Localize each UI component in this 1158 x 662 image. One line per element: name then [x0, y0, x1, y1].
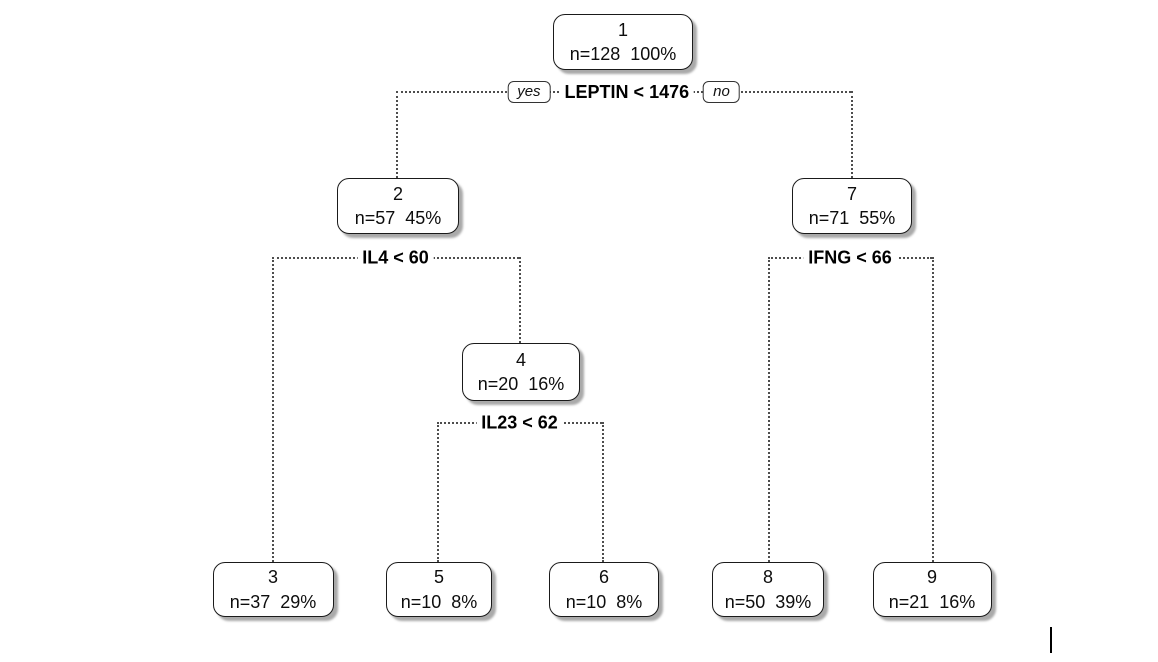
- split-row-3: IL23 < 62: [476, 412, 563, 434]
- split-condition-label: IL4 < 60: [357, 247, 434, 269]
- split-row-2: IFNG < 66: [803, 247, 897, 269]
- node-number: 8: [762, 567, 773, 588]
- node-stats: n=10 8%: [565, 591, 643, 612]
- tree-node-9: 9 n=21 16%: [872, 562, 992, 617]
- branch-vline: [851, 91, 853, 178]
- branch-vline: [396, 91, 398, 178]
- node-number: 6: [598, 567, 609, 588]
- node-stats: n=128 100%: [569, 44, 677, 64]
- node-stats: n=20 16%: [477, 374, 565, 394]
- branch-vline: [602, 422, 604, 562]
- node-number: 4: [515, 349, 526, 370]
- node-number: 1: [617, 19, 628, 40]
- tree-node-8: 8 n=50 39%: [712, 562, 824, 617]
- tree-node-1: 1 n=128 100%: [553, 14, 693, 70]
- tree-node-4: 4 n=20 16%: [462, 343, 580, 401]
- node-stats: n=21 16%: [888, 591, 976, 612]
- node-stats: n=57 45%: [354, 208, 442, 228]
- split-condition-label: IFNG < 66: [803, 247, 897, 269]
- node-stats: n=50 39%: [724, 591, 812, 612]
- split-condition-label: LEPTIN < 1476: [559, 81, 695, 103]
- node-number: 3: [267, 567, 278, 588]
- no-label: no: [703, 81, 740, 103]
- tree-node-6: 6 n=10 8%: [549, 562, 659, 617]
- tree-node-3: 3 n=37 29%: [212, 562, 334, 617]
- tree-node-5: 5 n=10 8%: [386, 562, 492, 617]
- tree-node-2: 2 n=57 45%: [337, 178, 459, 234]
- split-row-1: IL4 < 60: [357, 247, 434, 269]
- split-row-0: yes LEPTIN < 1476 no: [507, 81, 740, 103]
- yes-label: yes: [507, 81, 551, 103]
- node-number: 7: [846, 183, 857, 204]
- node-number: 5: [433, 567, 444, 588]
- node-stats: n=71 55%: [808, 208, 896, 228]
- split-condition-label: IL23 < 62: [476, 412, 563, 434]
- node-number: 2: [392, 183, 403, 204]
- text-cursor: [1050, 627, 1052, 653]
- node-number: 9: [926, 567, 937, 588]
- branch-vline: [932, 257, 934, 562]
- node-stats: n=37 29%: [229, 591, 317, 612]
- branch-vline: [768, 257, 770, 562]
- node-stats: n=10 8%: [400, 591, 478, 612]
- branch-vline: [519, 257, 521, 343]
- branch-vline: [437, 422, 439, 562]
- branch-vline: [272, 257, 274, 562]
- tree-node-7: 7 n=71 55%: [792, 178, 912, 234]
